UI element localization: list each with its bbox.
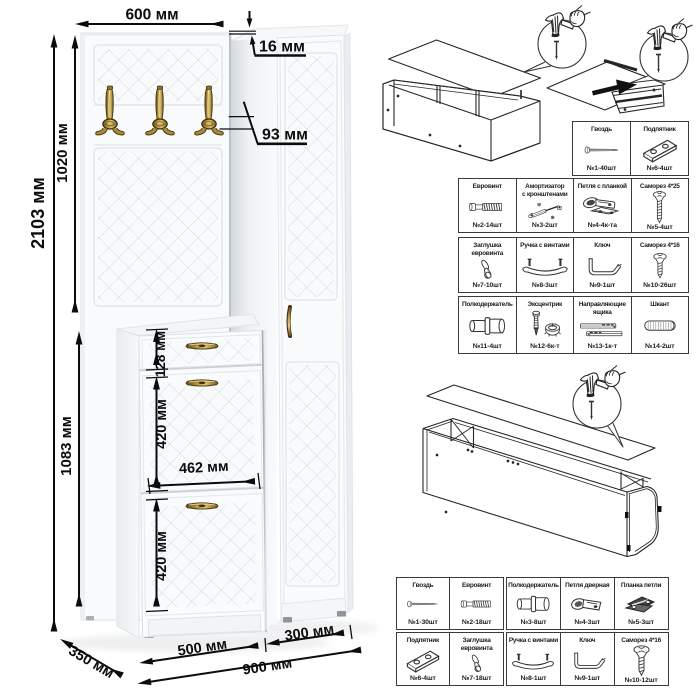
svg-text:600 мм: 600 мм xyxy=(125,7,178,24)
svg-text:900 мм: 900 мм xyxy=(242,655,294,678)
svg-text:2103 мм: 2103 мм xyxy=(28,177,48,249)
svg-text:128 мм: 128 мм xyxy=(153,331,168,377)
svg-text:500 мм: 500 мм xyxy=(177,636,229,659)
svg-text:1020 мм: 1020 мм xyxy=(54,123,71,183)
svg-text:93 мм: 93 мм xyxy=(262,127,308,144)
svg-text:420 мм: 420 мм xyxy=(154,531,170,581)
svg-text:462 мм: 462 мм xyxy=(179,459,229,478)
svg-text:300 мм: 300 мм xyxy=(284,621,336,644)
svg-text:16 мм: 16 мм xyxy=(259,39,305,56)
svg-text:1083 мм: 1083 мм xyxy=(58,416,75,476)
svg-text:420 мм: 420 мм xyxy=(154,399,170,449)
